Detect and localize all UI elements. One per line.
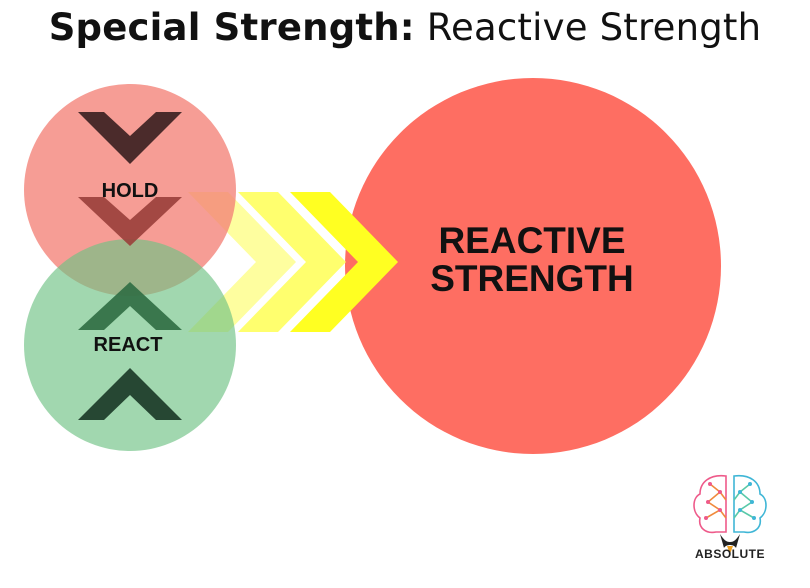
react-circle: [24, 239, 236, 451]
forward-arrows: [188, 192, 398, 332]
logo-text: ABSOLUTE: [695, 547, 765, 561]
react-label: REACT: [93, 334, 163, 356]
reactive-strength-line1: REACTIVE: [438, 220, 626, 261]
reactive-strength-line2: STRENGTH: [430, 258, 634, 299]
brain-icon: [693, 474, 767, 554]
title-light: Reactive Strength: [426, 6, 762, 49]
page-title: Special Strength: Reactive Strength: [0, 6, 810, 49]
hold-label: HOLD: [101, 180, 159, 202]
reactive-strength-label: REACTIVE STRENGTH: [400, 222, 664, 298]
react-chevrons: [78, 282, 182, 420]
title-bold: Special Strength:: [48, 6, 415, 49]
hold-circle: [24, 84, 236, 296]
hold-chevrons: [78, 112, 182, 246]
reactive-strength-circle: [345, 78, 721, 454]
